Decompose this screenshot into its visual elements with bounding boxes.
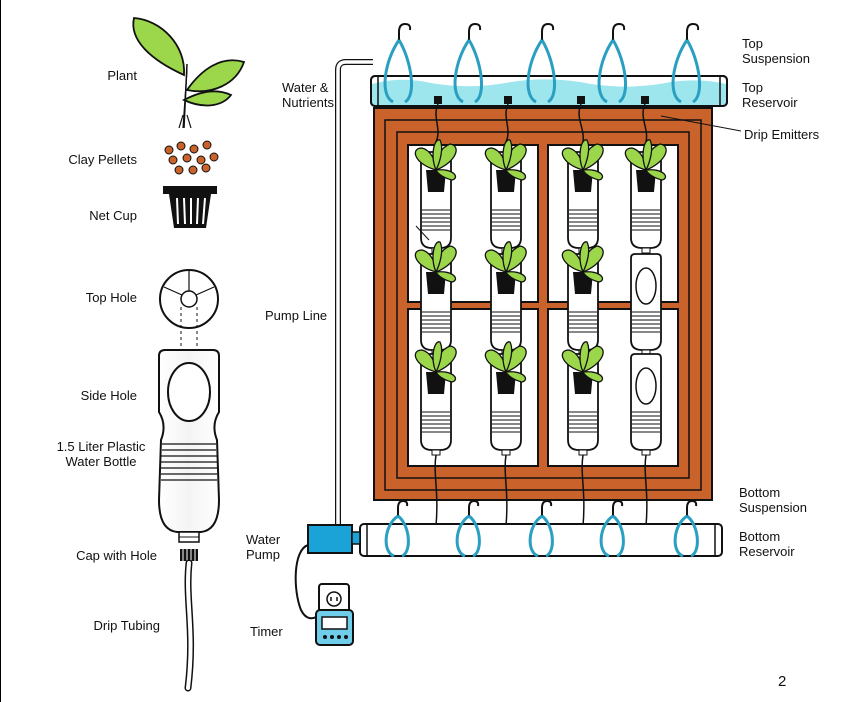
bottom-reservoir-line1: Bottom (739, 529, 781, 544)
drip-emitter-icon (641, 96, 649, 143)
plant-label: Plant (107, 68, 137, 83)
water-pump-line2: Pump (246, 547, 280, 562)
suspension-hook-icon (526, 22, 556, 104)
leader-lines (415, 115, 742, 241)
hanging-bottle (484, 241, 527, 356)
bottom-suspension-label: Bottom Suspension (739, 485, 807, 515)
hanging-bottle (561, 139, 604, 254)
hanging-bottle (561, 241, 604, 356)
clay-pellets-icon (164, 140, 219, 175)
hanging-bottle (484, 139, 527, 254)
hanging-bottle (630, 253, 662, 356)
top-suspension-label: Top Suspension (742, 36, 810, 66)
net-cup-icon (163, 186, 217, 228)
drip-tubing-icon (184, 559, 195, 692)
page-number: 2 (778, 673, 787, 690)
suspension-hook-icon (455, 499, 481, 558)
cap-with-hole-label: Cap with Hole (76, 548, 157, 563)
hanging-bottle (414, 241, 457, 356)
bottle-label-line1: 1.5 Liter Plastic (56, 439, 146, 454)
drip-tubing-label: Drip Tubing (93, 618, 160, 633)
drip-emitter-icon (504, 96, 512, 143)
cap-with-hole-icon (180, 549, 198, 561)
suspension-hook-icon (383, 22, 413, 104)
bottle-columns (414, 139, 667, 527)
suspension-hook-icon (528, 499, 554, 558)
drip-emitters-label: Drip Emitters (744, 127, 820, 142)
top-suspension-line1: Top (742, 36, 763, 51)
bottom-suspension-line1: Bottom (739, 485, 781, 500)
suspension-hook-icon (673, 499, 699, 558)
hanging-bottle (561, 341, 604, 527)
bottom-reservoir-line2: Reservoir (739, 544, 795, 559)
water-pump-label: Water Pump (246, 532, 280, 562)
plant-icon (132, 17, 246, 129)
timer-icon (315, 583, 354, 646)
bottom-reservoir (359, 523, 723, 557)
top-reservoir-line1: Top (742, 80, 763, 95)
pump-line (335, 59, 373, 525)
suspension-hook-icon (599, 499, 625, 558)
bottom-suspension-line2: Suspension (739, 500, 807, 515)
timer-label: Timer (250, 624, 283, 639)
pump-line-label: Pump Line (265, 308, 328, 323)
hanging-bottle (630, 353, 662, 527)
drip-emitter-icon (434, 96, 442, 143)
hanging-bottle (624, 139, 667, 254)
water-pump-line1: Water (246, 532, 281, 547)
bottom-reservoir-label: Bottom Reservoir (739, 529, 795, 559)
bottom-suspension-hooks (384, 499, 699, 558)
hanging-bottle (414, 341, 457, 527)
water-nutrients-line2: Nutrients (282, 95, 335, 110)
bottle-label-line2: Water Bottle (65, 454, 137, 469)
suspension-hook-icon (384, 499, 410, 558)
water-bottle-icon (157, 349, 221, 543)
top-hole-icon (159, 269, 219, 348)
suspension-hook-icon (671, 22, 701, 104)
clay-pellets-label: Clay Pellets (68, 152, 137, 167)
suspension-hook-icon (453, 22, 483, 104)
drip-emitter-icon (577, 96, 585, 143)
side-hole-label: Side Hole (80, 388, 137, 403)
top-hole-label: Top Hole (85, 290, 137, 305)
suspension-hook-icon (597, 22, 627, 104)
hanging-bottle (484, 341, 527, 527)
top-reservoir-label: Top Reservoir (742, 80, 798, 110)
water-nutrients-line1: Water & (282, 80, 329, 95)
water-pump-icon (294, 524, 361, 620)
water-nutrients-label: Water & Nutrients (282, 80, 334, 110)
top-reservoir-line2: Reservoir (742, 95, 798, 110)
drip-emitters (434, 96, 649, 143)
net-cup-label: Net Cup (89, 208, 137, 223)
top-suspension-hooks (383, 22, 701, 104)
top-suspension-line2: Suspension (742, 51, 810, 66)
hanging-bottle (414, 139, 457, 254)
bottle-label: 1.5 Liter Plastic Water Bottle (37, 439, 165, 469)
